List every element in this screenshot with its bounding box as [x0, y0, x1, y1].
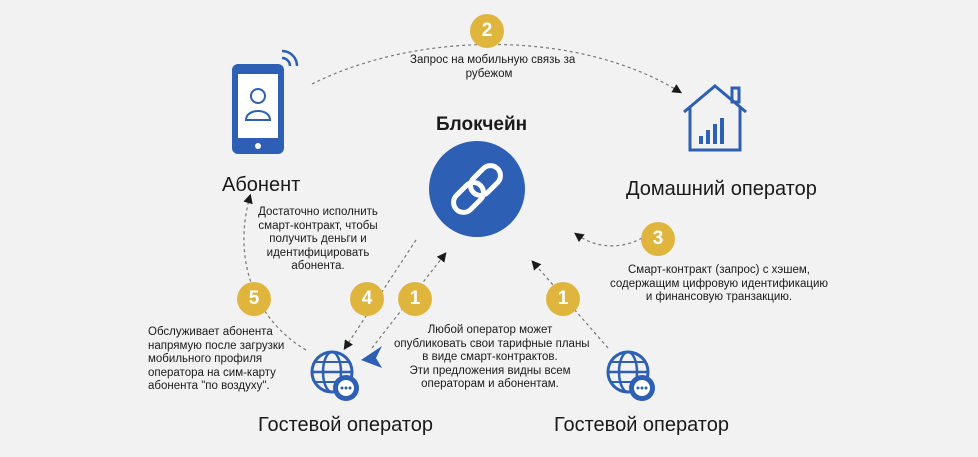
arrow-guest-left-to-blockchain: [371, 252, 447, 349]
step-4-note: Достаточно исполнить смарт-контракт, что…: [258, 206, 378, 274]
home-operator-label: Домашний оператор: [626, 178, 817, 200]
step-3-line-1: Смарт-контракт (запрос) с хэшем,: [627, 264, 810, 276]
step-3-note: Смарт-контракт (запрос) с хэшем, содержа…: [604, 264, 834, 305]
step-1-line-1: Любой оператор может: [427, 324, 553, 336]
step-5-line-4: оператора на сим-карту: [148, 366, 276, 379]
step-3-line-3: и финансовую транзакцию.: [645, 291, 793, 303]
subscriber-label: Абонент: [222, 174, 301, 196]
step-5-line-1: Обслуживает абонента: [148, 326, 273, 338]
arrow-guest-right-to-blockchain: [531, 260, 609, 349]
step-5-line-5: абонента "по воздуху".: [148, 380, 270, 392]
guest-operator-left-label: Гостевой оператор: [258, 414, 433, 436]
globe-gear-icon-right: [606, 350, 655, 401]
step-1-line-4: Эти предложения видны всем: [409, 364, 571, 377]
step-4-line-2: смарт-контракт, чтобы: [258, 219, 378, 232]
step-2-badge: 2: [470, 14, 504, 48]
step-5-line-3: мобильного профиля: [148, 353, 263, 365]
guest-operator-right-label: Гостевой оператор: [554, 414, 729, 436]
step-4-line-4: идентифицировать: [266, 246, 370, 259]
step-1-line-3: в виде смарт-контрактов.: [422, 351, 558, 363]
step-5-badge: 5: [237, 282, 271, 316]
arrow-home-to-blockchain: [574, 232, 643, 247]
step-2-note: Запрос на мобильную связь за рубежом: [410, 54, 576, 81]
globe-gear-icon: [310, 350, 359, 401]
step-5-note: Обслуживает абонента напрямую после загр…: [148, 326, 288, 394]
step-1-note: Любой оператор может опубликовать свои т…: [394, 324, 590, 392]
step-3-line-2: содержащим цифровую идентификацию: [609, 277, 829, 290]
pointer-triangle: [361, 346, 382, 368]
step-2-line-2: рубежом: [465, 67, 513, 80]
step-5-line-2: напрямую после загрузки: [148, 339, 285, 352]
smartphone-user-icon: [232, 49, 299, 154]
step-2-line-1: Запрос на мобильную связь за: [410, 54, 576, 66]
step-1-left-badge: 1: [398, 282, 432, 316]
house-signal-icon: [683, 84, 747, 152]
step-1-line-2: опубликовать свои тарифные планы: [394, 337, 590, 350]
arrow-subscriber-to-home: [311, 43, 683, 94]
step-4-line-1: Достаточно исполнить: [258, 206, 378, 218]
step-1-line-5: операторам и абонентам.: [421, 378, 559, 390]
step-4-badge: 4: [350, 282, 384, 316]
chain-link-icon: [429, 141, 525, 237]
step-4-line-5: абонента.: [291, 260, 345, 272]
step-1-right-badge: 1: [546, 282, 580, 316]
step-4-line-3: получить деньги и: [269, 233, 367, 245]
step-3-badge: 3: [641, 222, 675, 256]
blockchain-title: Блокчейн: [436, 114, 528, 135]
